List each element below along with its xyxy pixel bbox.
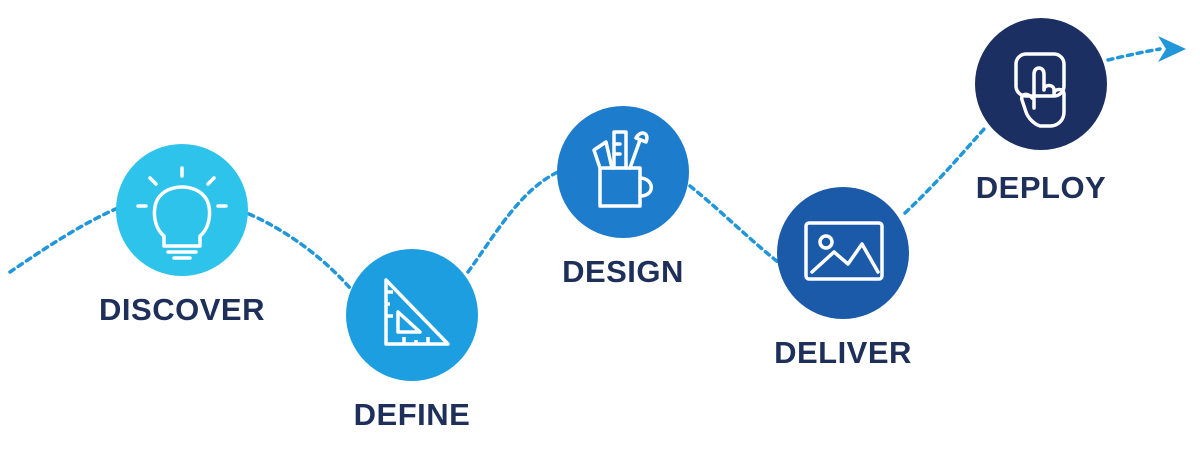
step-deploy <box>975 18 1107 150</box>
touch-icon <box>1014 52 1066 128</box>
step-label-design: DESIGN <box>562 254 684 289</box>
step-discover <box>116 144 248 276</box>
step-circle-deliver <box>777 187 909 319</box>
step-label-deploy: DEPLOY <box>975 170 1107 205</box>
step-circle-design <box>557 106 689 238</box>
dotted-connector-path <box>8 47 1162 290</box>
step-circle-deploy <box>975 18 1107 150</box>
lightbulb-icon <box>136 166 228 260</box>
step-circle-discover <box>116 144 248 276</box>
step-label-deliver: DELIVER <box>774 335 912 370</box>
step-define <box>346 249 478 381</box>
step-design <box>557 106 689 238</box>
image-icon <box>804 221 884 281</box>
step-circle-define <box>346 249 478 381</box>
step-label-define: DEFINE <box>353 397 471 432</box>
step-deliver <box>777 187 909 319</box>
arrowhead-icon <box>1158 36 1186 62</box>
pencil-cup-icon <box>592 130 653 208</box>
step-label-discover: DISCOVER <box>99 292 265 327</box>
set-square-icon <box>384 278 450 346</box>
